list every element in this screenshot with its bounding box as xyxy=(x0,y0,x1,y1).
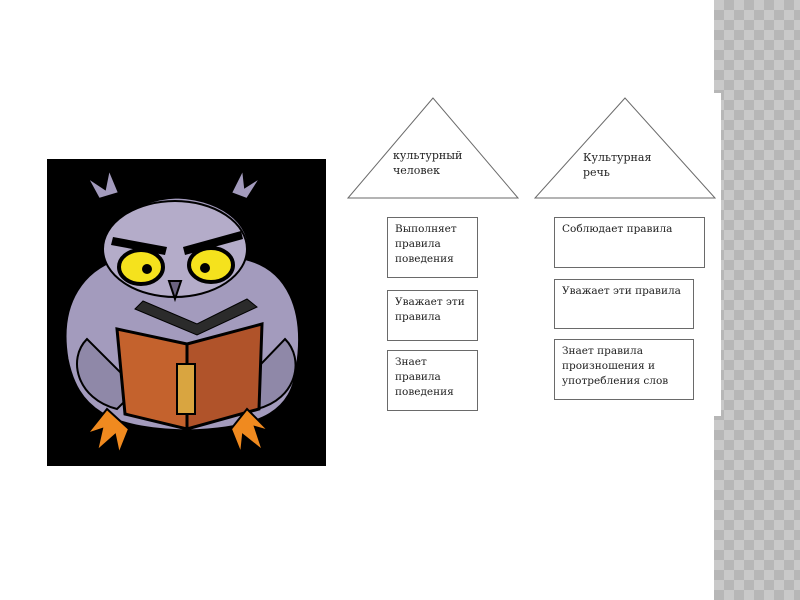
box-knows-rules-of-behavior: Знает правила поведения xyxy=(387,350,478,411)
box-respects-these-rules: Уважает эти правила xyxy=(387,290,478,341)
owl-illustration xyxy=(47,159,326,466)
box-follows-rules-of-behavior: Выполняет правила поведения xyxy=(387,217,478,278)
box-knows-pronunciation-and-usage: Знает правила произношения и употреблени… xyxy=(554,339,694,400)
triangle-cultured-speech xyxy=(534,97,716,199)
decorative-side-pattern xyxy=(714,0,800,600)
triangle-label-cultured-person: культурный человек xyxy=(393,148,462,178)
triangle-label-cultured-speech: Культурная речь xyxy=(583,150,651,180)
box-observes-rules: Соблюдает правила xyxy=(554,217,705,268)
box-respects-these-rules-speech: Уважает эти правила xyxy=(554,279,694,329)
owl-reading-book-icon xyxy=(47,159,326,466)
